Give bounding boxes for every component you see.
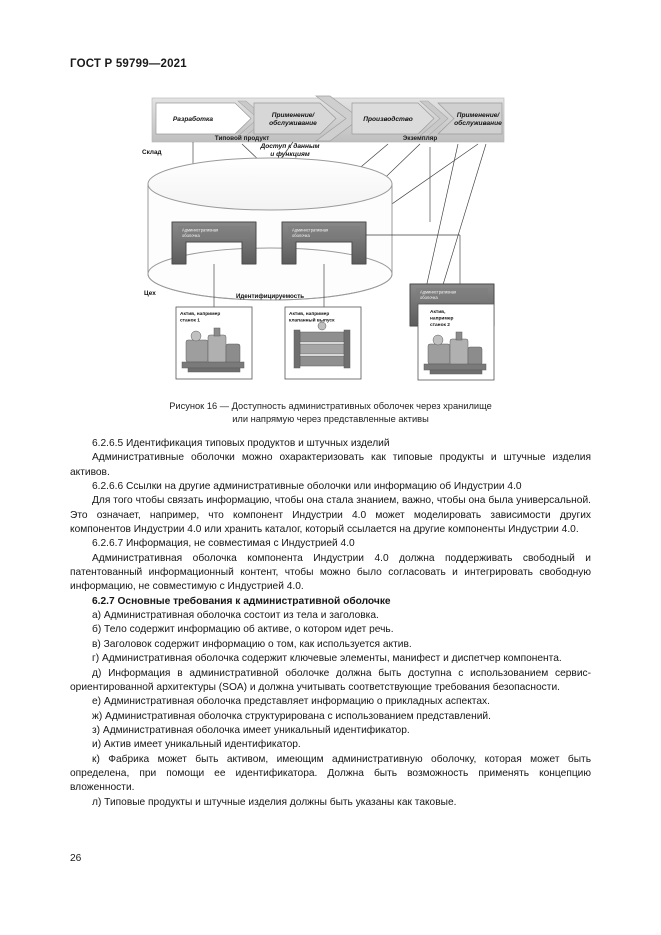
- list-item-l: л) Типовые продукты и штучные изделия до…: [92, 796, 457, 808]
- paragraph-6-2-6-7-text: Административная оболочка компонента Инд…: [70, 552, 591, 593]
- figure-caption-line1: Рисунок 16 — Доступность административны…: [169, 401, 492, 411]
- asset-2-label-line2: клапанный выпуск: [289, 317, 335, 324]
- figure-caption-line2: или напрямую через представленные активы: [232, 414, 429, 424]
- admin-shell-1-label-line1: Административная: [182, 228, 218, 233]
- machine-icon-2: [423, 331, 487, 375]
- document-standard-header: ГОСТ Р 59799—2021: [70, 58, 187, 70]
- lifecycle-banner: Разработка Применение/ обслуживание Прои…: [151, 95, 505, 143]
- identifiability-group: Идентифицируемость: [213, 264, 325, 307]
- admin-shell-1-label-line2: оболочка: [182, 233, 200, 238]
- asset-2-label-line1: Актив, например: [289, 311, 329, 317]
- paragraph-6-2-7-heading: 6.2.7 Основные требования к администрати…: [92, 595, 391, 607]
- asset-3-label-line2: например: [430, 317, 454, 322]
- paragraph-6-2-6-7-heading: 6.2.6.7 Информация, не совместимая с Инд…: [92, 538, 355, 550]
- figure-caption: Рисунок 16 — Доступность административны…: [70, 400, 591, 426]
- list-item-a: а) Административная оболочка состоит из …: [92, 610, 379, 622]
- lifecycle-stage-2-label-line1: Применение/: [272, 112, 316, 119]
- list-item-k: к) Фабрика может быть активом, имеющим а…: [70, 753, 591, 794]
- valve-icon: [293, 321, 351, 369]
- list-item-i: и) Актив имеет уникальный идентификатор.: [92, 739, 301, 751]
- storage-cylinder: [147, 157, 393, 301]
- list-item-e: е) Административная оболочка представляе…: [92, 696, 490, 708]
- lifecycle-group-left-label: Типовой продукт: [215, 134, 269, 142]
- admin-shell-3-label-line1: Административная: [420, 290, 456, 295]
- paragraph-6-2-6-5-text: Административные оболочки можно охаракте…: [70, 452, 591, 478]
- admin-shell-2: Административная оболочка: [281, 221, 367, 265]
- admin-shell-3: Административная оболочка: [409, 283, 495, 327]
- lifecycle-stage-1-label: Разработка: [173, 115, 214, 123]
- lifecycle-stage-2-label-line2: обслуживание: [269, 119, 317, 127]
- admin-shell-3-label-line2: оболочка: [420, 295, 438, 300]
- list-item-g: г) Административная оболочка содержит кл…: [92, 653, 562, 665]
- list-item-b: б) Тело содержит информацию об активе, о…: [92, 624, 394, 636]
- asset-1-label-line1: Актив, например: [180, 311, 220, 317]
- asset-1-label-line2: станок 1: [180, 318, 200, 324]
- document-body: 6.2.6.5 Идентификация типовых продуктов …: [70, 437, 591, 810]
- lifecycle-stage-3-label: Производство: [363, 115, 413, 123]
- asset-box-2: Актив, например клапанный выпуск: [284, 306, 362, 380]
- lifecycle-stage-4-label-line1: Применение/: [457, 112, 501, 119]
- lifecycle-stage-4-label-line2: обслуживание: [454, 119, 502, 127]
- asset-3-label-line1: Актив,: [430, 309, 446, 315]
- asset-3-label-line3: станок 2: [430, 322, 450, 328]
- storage-label: Склад: [142, 149, 162, 156]
- shop-label: Цех: [144, 290, 156, 297]
- list-item-z: з) Административная оболочка имеет уника…: [92, 724, 410, 736]
- access-label-line1: Доступ к данным: [259, 142, 319, 150]
- machine-icon-1: [181, 327, 245, 373]
- admin-shell-1: Административная оболочка: [171, 221, 257, 265]
- paragraph-6-2-6-6-heading: 6.2.6.6 Ссылки на другие административны…: [92, 481, 522, 493]
- list-item-zh: ж) Административная оболочка структуриро…: [92, 710, 491, 722]
- admin-shell-2-label-line1: Административная: [292, 228, 328, 233]
- paragraph-6-2-6-5-heading: 6.2.6.5 Идентификация типовых продуктов …: [92, 438, 390, 449]
- admin-shell-2-label-line2: оболочка: [292, 233, 310, 238]
- identifiability-label: Идентифицируемость: [236, 293, 304, 300]
- list-item-v: в) Заголовок содержит информацию о том, …: [92, 638, 412, 650]
- paragraph-6-2-6-6-text: Для того чтобы связать информацию, чтобы…: [70, 495, 591, 536]
- lifecycle-group-right-label: Экземпляр: [403, 135, 438, 142]
- access-label-line2: и функциям: [270, 151, 310, 158]
- page-number: 26: [70, 853, 82, 864]
- asset-box-1: Актив, например станок 1: [175, 306, 253, 380]
- list-item-d: д) Информация в административной оболочк…: [70, 667, 591, 693]
- figure-16: Разработка Применение/ обслуживание Прои…: [130, 92, 530, 392]
- asset-box-3: Актив, например станок 2: [417, 303, 495, 381]
